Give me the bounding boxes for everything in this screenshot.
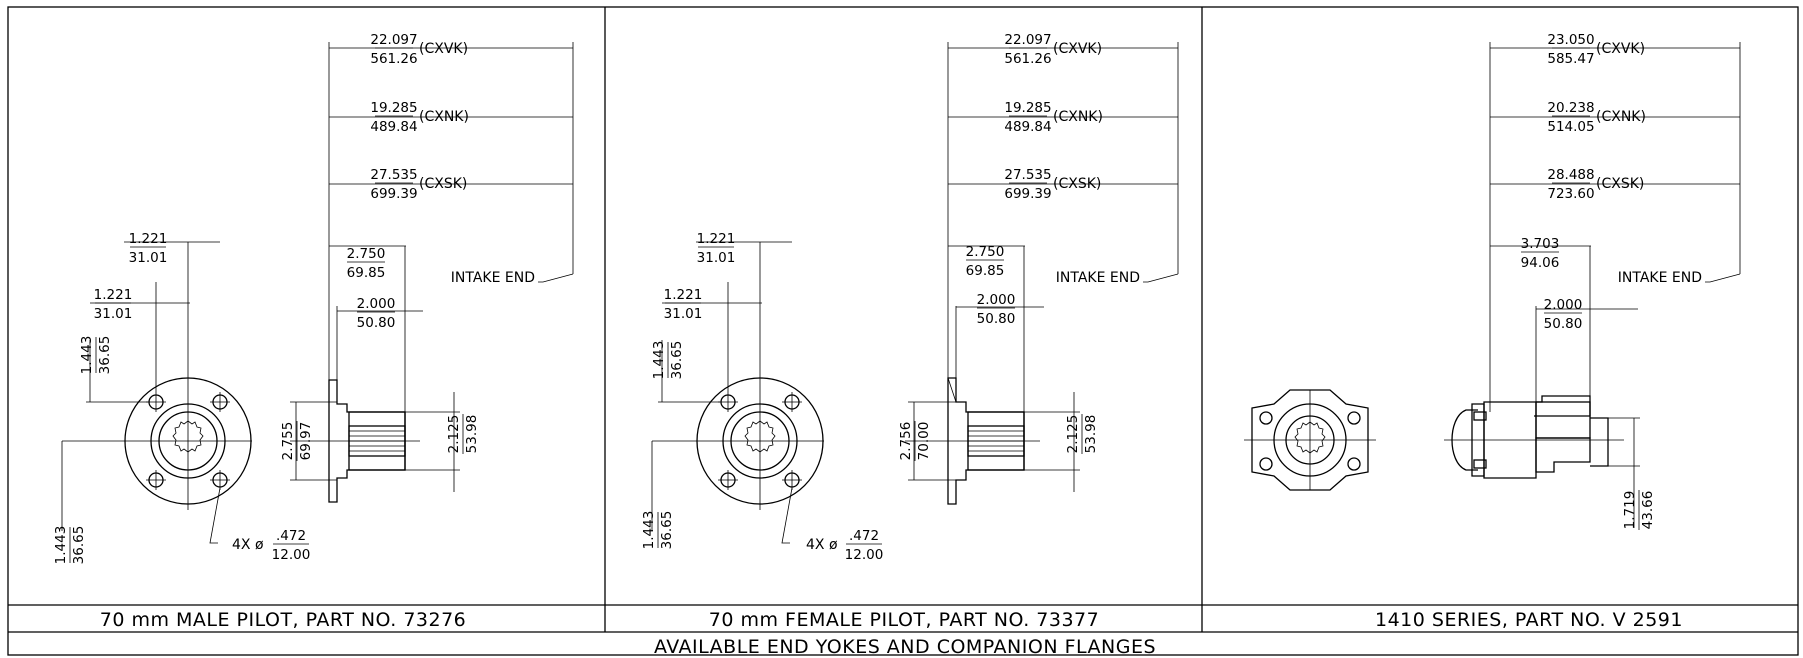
dim-dia-right-inch: 2.125 — [1065, 415, 1081, 454]
dim-dia-left-mm: 70.00 — [916, 422, 932, 461]
dim-cxvk-inch: 23.050 — [1547, 32, 1594, 48]
dim-front-mid-inch: 1.221 — [94, 287, 133, 303]
label-intake-end: INTAKE END — [1056, 270, 1140, 286]
dim-dia-right-mm: 53.98 — [464, 415, 480, 454]
dim-d2-inch: 2.000 — [357, 296, 396, 312]
label-cxsk: (CXSK) — [1596, 176, 1644, 192]
panel-caption-male-pilot: 70 mm MALE PILOT, PART NO. 73276 — [100, 609, 467, 631]
dim-d1-inch: 3.703 — [1521, 236, 1560, 252]
dim-front-top-inch: 1.221 — [129, 231, 168, 247]
sheet-title: AVAILABLE END YOKES AND COMPANION FLANGE… — [654, 636, 1156, 658]
side-view-flange — [290, 42, 460, 503]
dim-cxnk-mm: 489.84 — [370, 119, 417, 135]
dim-cxvk-inch: 22.097 — [370, 32, 417, 48]
dim-cxvk-mm: 561.26 — [1004, 51, 1051, 67]
dim-holes-inch: .472 — [276, 528, 306, 544]
dim-front-v1-mm: 36.65 — [669, 341, 685, 380]
dim-d1-mm: 69.85 — [966, 263, 1005, 279]
dim-front-v2-inch: 1.443 — [641, 511, 657, 550]
dim-cxsk-mm: 723.60 — [1547, 186, 1594, 202]
side-view-yoke — [1444, 42, 1640, 528]
panel-male-pilot: 1.221 31.01 1.221 31.01 1.443 36.65 1.44… — [53, 32, 574, 565]
dim-front-v1-mm: 36.65 — [97, 336, 113, 375]
dim-front-v2-inch: 1.443 — [53, 526, 69, 565]
label-cxsk: (CXSK) — [1053, 176, 1101, 192]
label-cxvk: (CXVK) — [419, 41, 468, 57]
dim-dia-right-mm: 53.98 — [1083, 415, 1099, 454]
dim-cxvk-mm: 585.47 — [1547, 51, 1594, 67]
side-view-flange — [905, 42, 1080, 505]
dim-holes-prefix: 4X ø — [232, 537, 264, 553]
dim-d2-mm: 50.80 — [1544, 316, 1583, 332]
dim-d2-inch: 2.000 — [1544, 297, 1583, 313]
dim-d1-inch: 2.750 — [347, 246, 386, 262]
dim-d1-mm: 94.06 — [1521, 255, 1560, 271]
dim-cxsk-inch: 27.535 — [370, 167, 417, 183]
dim-front-mid-mm: 31.01 — [94, 306, 133, 322]
dim-cxnk-inch: 20.238 — [1547, 100, 1594, 116]
dim-front-mid-inch: 1.221 — [664, 287, 703, 303]
label-intake-end: INTAKE END — [451, 270, 535, 286]
drawing-frame — [7, 6, 1799, 656]
panel-caption-1410-series: 1410 SERIES, PART NO. V 2591 — [1375, 609, 1683, 631]
dim-front-v2-mm: 36.65 — [659, 511, 675, 550]
dim-front-v1-inch: 1.443 — [79, 336, 95, 375]
dim-cxnk-inch: 19.285 — [1004, 100, 1051, 116]
dim-holes-mm: 12.00 — [272, 547, 311, 563]
dim-cxsk-mm: 699.39 — [370, 186, 417, 202]
dim-dia-left-inch: 2.756 — [898, 422, 914, 461]
label-cxnk: (CXNK) — [419, 109, 469, 125]
dim-cxnk-inch: 19.285 — [370, 100, 417, 116]
panel-caption-female-pilot: 70 mm FEMALE PILOT, PART NO. 73377 — [709, 609, 1099, 631]
dim-front-v1-inch: 1.443 — [651, 341, 667, 380]
dim-cxsk-inch: 28.488 — [1547, 167, 1594, 183]
label-intake-end: INTAKE END — [1618, 270, 1702, 286]
dim-holes-inch: .472 — [849, 528, 879, 544]
label-cxnk: (CXNK) — [1596, 109, 1646, 125]
dim-front-top-inch: 1.221 — [697, 231, 736, 247]
dim-d2-mm: 50.80 — [357, 315, 396, 331]
dim-d2-mm: 50.80 — [977, 311, 1016, 327]
dim-cxsk-inch: 27.535 — [1004, 167, 1051, 183]
dim-dia-right-inch: 2.125 — [446, 415, 462, 454]
dim-front-top-mm: 31.01 — [129, 250, 168, 266]
dim-holes-mm: 12.00 — [845, 547, 884, 563]
dim-cxnk-mm: 489.84 — [1004, 119, 1051, 135]
dim-dia-right-mm: 43.66 — [1640, 491, 1656, 530]
panel-1410-series: 1.719 43.66 23.050 585.47 (CXVK) 20.238 … — [1244, 32, 1741, 530]
front-view-flange — [61, 241, 252, 544]
dim-d1-inch: 2.750 — [966, 244, 1005, 260]
dim-front-mid-mm: 31.01 — [664, 306, 703, 322]
dim-dia-right-inch: 1.719 — [1622, 491, 1638, 530]
label-cxnk: (CXNK) — [1053, 109, 1103, 125]
front-view-yoke — [1244, 389, 1376, 491]
dim-d2-inch: 2.000 — [977, 292, 1016, 308]
dim-cxvk-inch: 22.097 — [1004, 32, 1051, 48]
dim-cxnk-mm: 514.05 — [1547, 119, 1594, 135]
dim-front-top-mm: 31.01 — [697, 250, 736, 266]
label-cxvk: (CXVK) — [1053, 41, 1102, 57]
dim-dia-left-inch: 2.755 — [280, 422, 296, 461]
dim-d1-mm: 69.85 — [347, 265, 386, 281]
label-cxvk: (CXVK) — [1596, 41, 1645, 57]
dim-cxsk-mm: 699.39 — [1004, 186, 1051, 202]
dim-cxvk-mm: 561.26 — [370, 51, 417, 67]
dim-dia-left-mm: 69.97 — [298, 422, 314, 461]
panel-female-pilot: 1.221 31.01 1.221 31.01 1.443 36.65 1.44… — [641, 32, 1179, 563]
dim-holes-prefix: 4X ø — [806, 537, 838, 553]
front-view-flange — [651, 241, 824, 544]
dim-front-v2-mm: 36.65 — [71, 526, 87, 565]
label-cxsk: (CXSK) — [419, 176, 467, 192]
